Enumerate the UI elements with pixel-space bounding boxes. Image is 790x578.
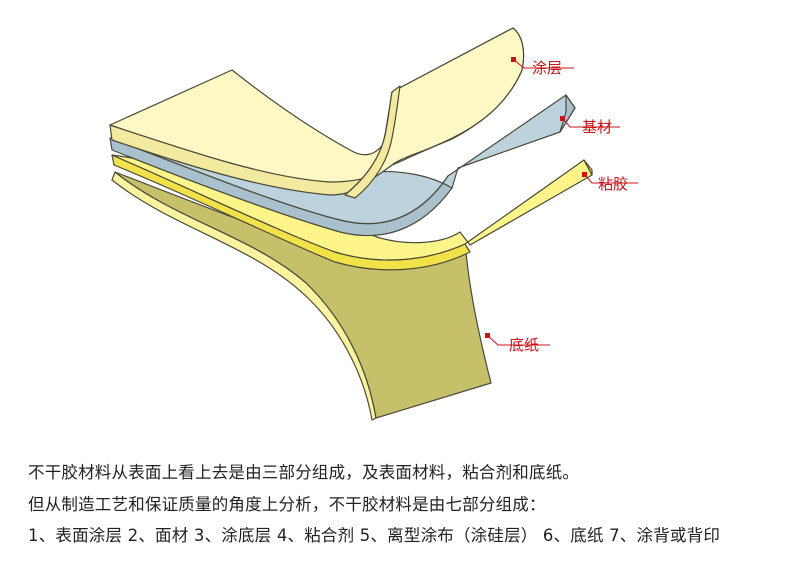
- adhesive-tip: [583, 159, 593, 176]
- layer-structure-diagram: 涂层 基材 粘胶 底纸: [109, 27, 638, 421]
- adhesive-marker: [582, 172, 587, 177]
- label-coating: 涂层: [532, 59, 562, 77]
- liner-leader: [487, 335, 550, 346]
- substrate-marker: [560, 116, 565, 121]
- label-adhesive: 粘胶: [598, 175, 628, 193]
- substrate-leader: [562, 118, 620, 128]
- coating-leader: [513, 59, 574, 69]
- coating-roll-edge: [344, 85, 401, 199]
- substrate-tip: [559, 94, 576, 133]
- coating-marker: [511, 57, 516, 62]
- label-liner: 底纸: [509, 336, 539, 354]
- label-substrate: 基材: [582, 118, 612, 136]
- description-line-2: 但从制造工艺和保证质量的角度上分析，不干胶材料是由七部分组成：: [28, 495, 546, 514]
- description-line-1: 不干胶材料从表面上看上去是由三部分组成，及表面材料，粘合剂和底纸。: [28, 463, 580, 482]
- adhesive-leader: [584, 174, 638, 184]
- description-line-3: 1、表面涂层 2、面材 3、涂底层 4、粘合剂 5、离型涂布（涂硅层） 6、底纸…: [28, 526, 721, 545]
- liner-marker: [485, 333, 490, 338]
